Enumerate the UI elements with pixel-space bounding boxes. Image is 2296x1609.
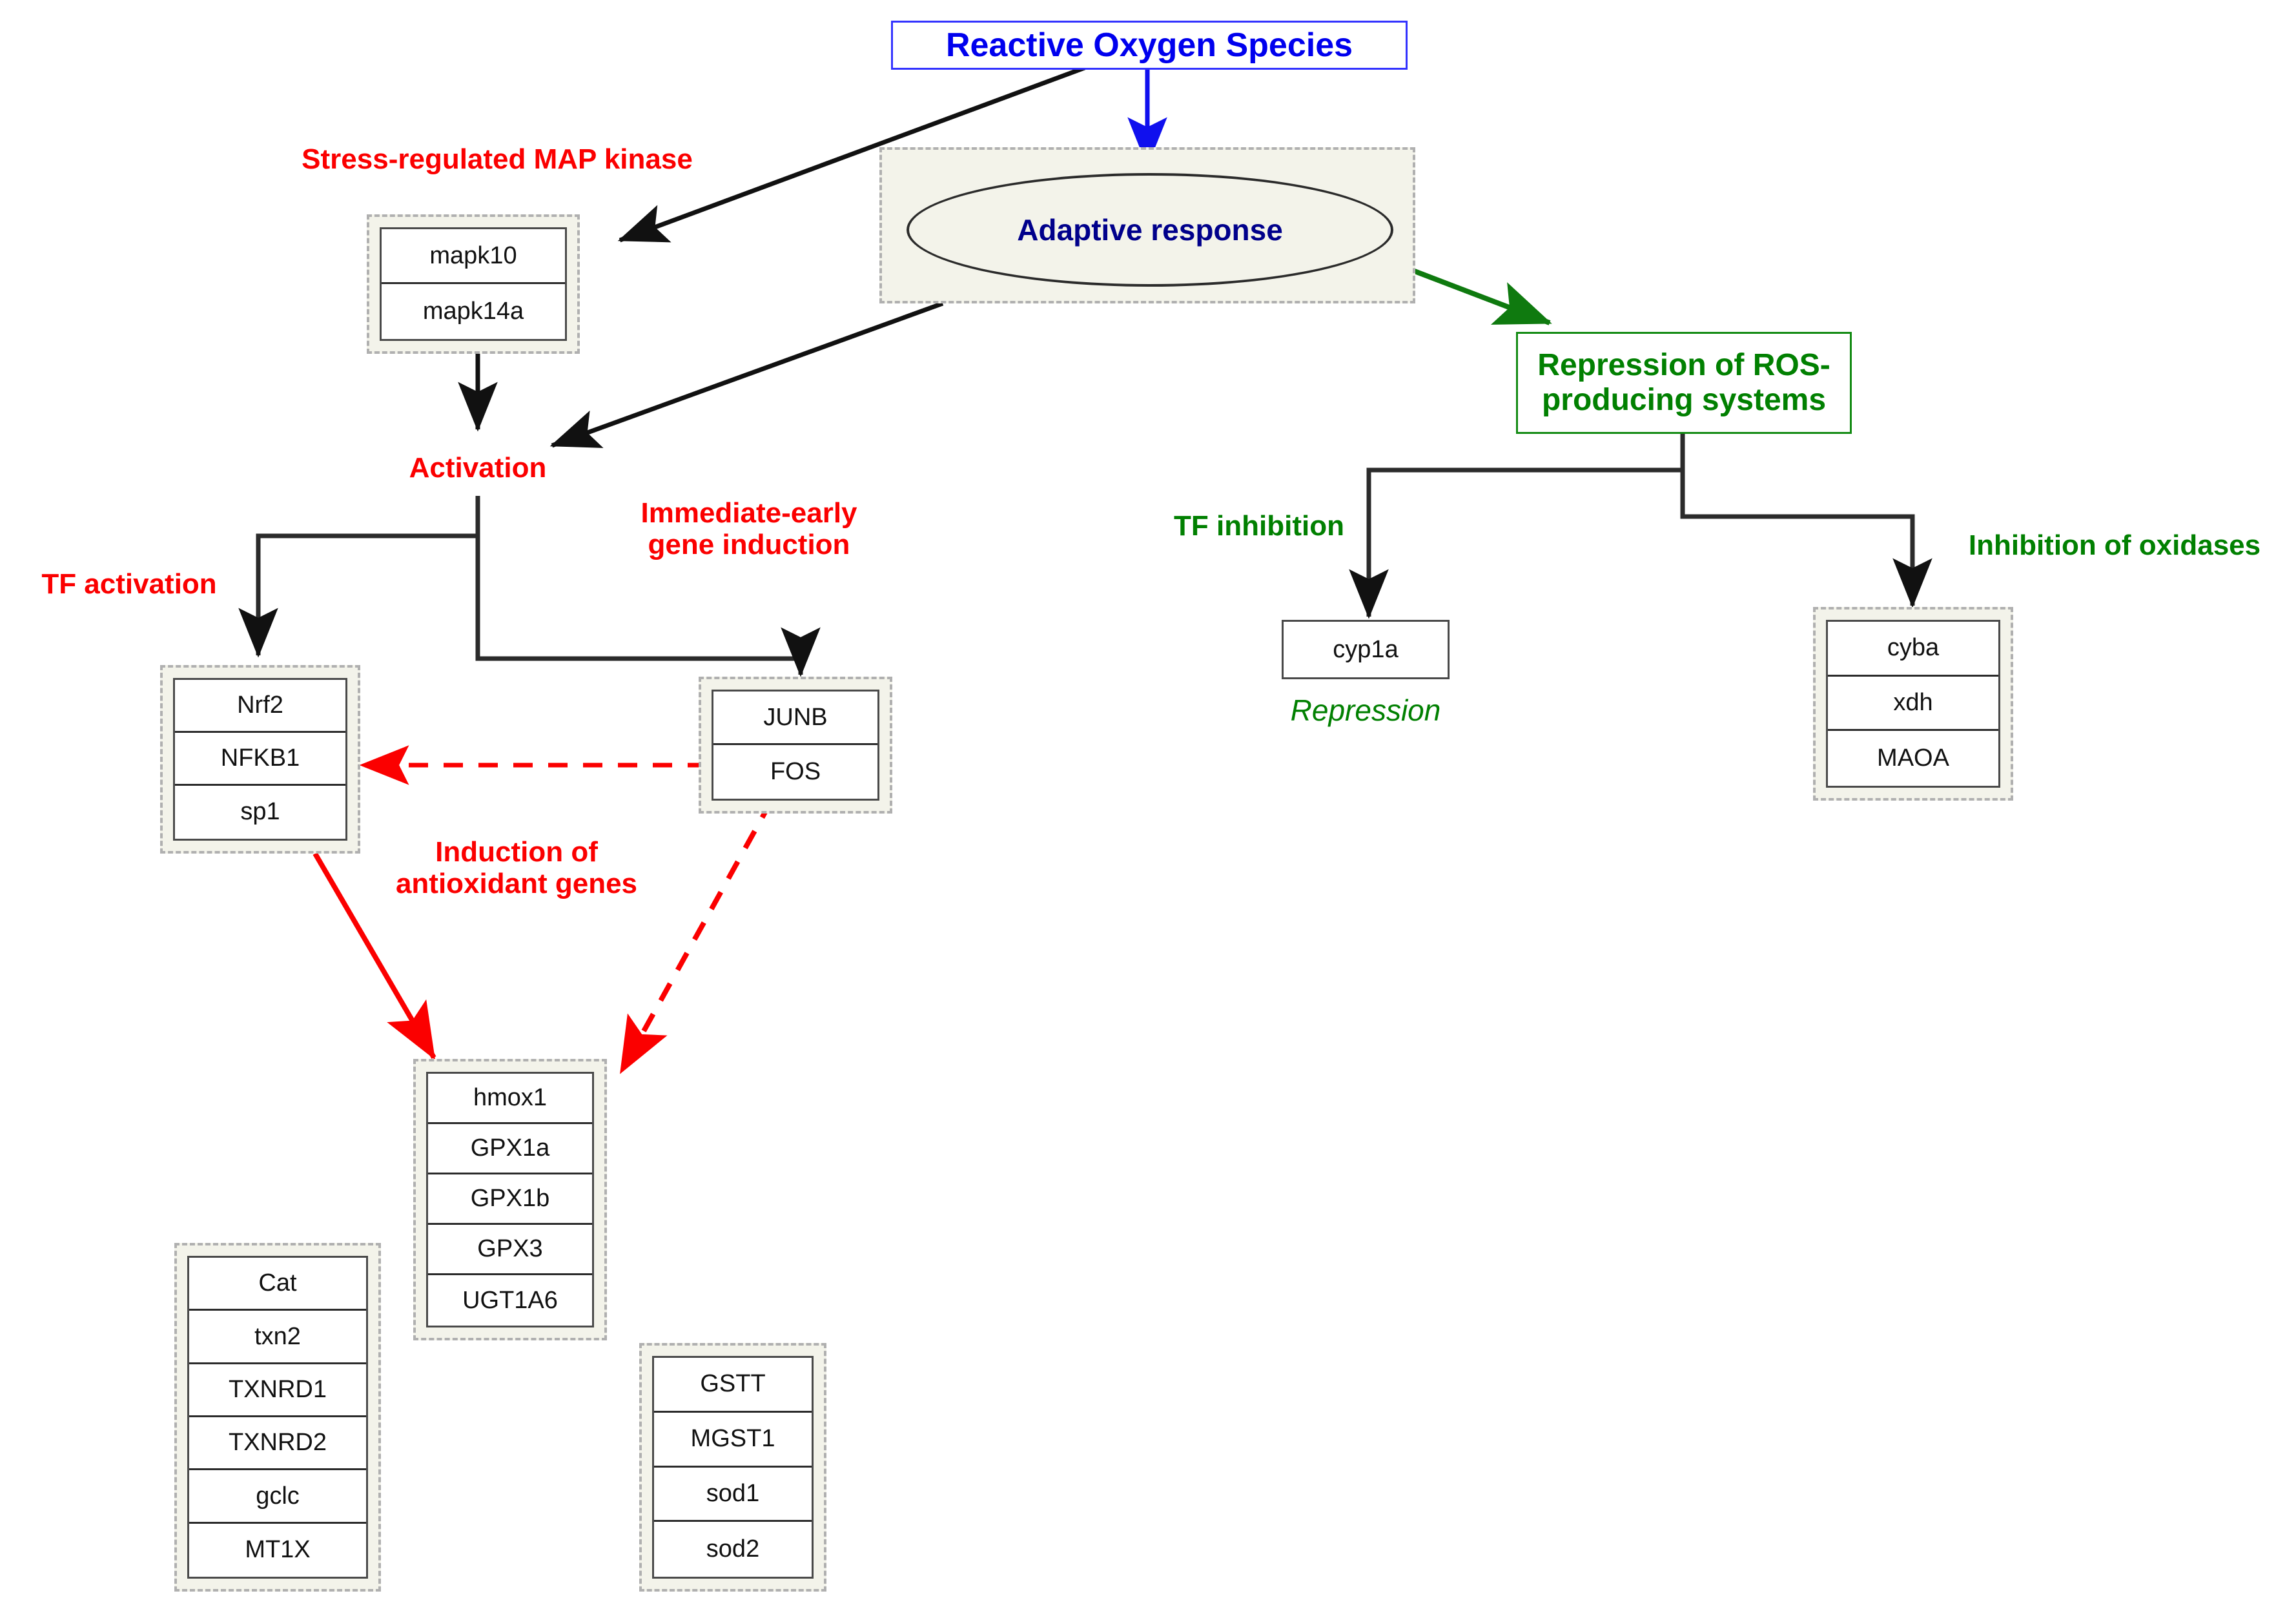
antioxidant-group: hmox1 GPX1a GPX1b GPX3 UGT1A6 <box>413 1059 607 1340</box>
gene-item[interactable]: sp1 <box>240 798 280 826</box>
gene-item[interactable]: TXNRD1 <box>189 1364 366 1417</box>
gene-item[interactable]: sod2 <box>706 1535 760 1563</box>
edge-adaptive-to-activation <box>549 301 944 448</box>
gene-item[interactable]: NFKB1 <box>175 733 345 786</box>
gene-item: cyp1a <box>1333 635 1399 663</box>
tf-gene-stack: Nrf2 NFKB1 sp1 <box>173 678 347 841</box>
gene-item[interactable]: Nrf2 <box>175 680 345 733</box>
gene-item[interactable]: sod1 <box>654 1468 812 1522</box>
gene-item[interactable]: UGT1A6 <box>462 1286 558 1314</box>
gene-item[interactable]: GPX1b <box>428 1174 592 1225</box>
gene-item[interactable]: TXNRD2 <box>189 1417 366 1471</box>
edge-repression-to-oxidases <box>1680 470 1932 608</box>
adaptive-response-node[interactable]: Adaptive response <box>907 173 1393 287</box>
antioxidant2-gene-stack: Cat txn2 TXNRD1 TXNRD2 gclc MT1X <box>187 1256 368 1579</box>
gene-item[interactable]: GPX3 <box>428 1225 592 1275</box>
reactive-oxygen-species-node[interactable]: Reactive Oxygen Species <box>891 21 1408 70</box>
gene-item[interactable]: gclc <box>189 1470 366 1524</box>
gene-item[interactable]: MGST1 <box>654 1413 812 1468</box>
repression-annotation: Repression <box>1290 693 1441 727</box>
gene-item[interactable]: FOS <box>770 758 821 785</box>
gene-item[interactable]: Cat <box>189 1258 366 1311</box>
gene-item[interactable]: MT1X <box>245 1536 311 1564</box>
antioxidant-group-2: Cat txn2 TXNRD1 TXNRD2 gclc MT1X <box>174 1243 381 1592</box>
mapk-group: mapk10 mapk14a <box>367 214 580 354</box>
antioxidant-group-3: GSTT MGST1 sod1 sod2 <box>639 1343 826 1592</box>
immediate-early-group: JUNB FOS <box>699 677 892 814</box>
iegene-gene-stack: JUNB FOS <box>712 690 879 801</box>
gene-item[interactable]: JUNB <box>713 692 877 745</box>
reactive-oxygen-species-label: Reactive Oxygen Species <box>945 26 1353 64</box>
cyp-node[interactable]: cyp1a <box>1282 620 1450 679</box>
gene-item[interactable]: mapk14a <box>422 298 524 325</box>
edge-repression-bus <box>1349 434 1685 619</box>
gene-item[interactable]: hmox1 <box>428 1074 592 1124</box>
tf-group: Nrf2 NFKB1 sp1 <box>160 665 360 854</box>
edge-activation-to-tf <box>238 533 478 658</box>
immediate-early-label: Immediate-early gene induction <box>641 497 857 561</box>
antioxidant3-gene-stack: GSTT MGST1 sod1 sod2 <box>652 1356 814 1579</box>
activation-label: Activation <box>409 452 547 484</box>
gene-item[interactable]: GPX1a <box>428 1124 592 1174</box>
gene-item[interactable]: txn2 <box>189 1311 366 1364</box>
mapk-gene-stack: mapk10 mapk14a <box>380 227 567 341</box>
gene-item[interactable]: GSTT <box>654 1358 812 1413</box>
gene-item[interactable]: mapk10 <box>382 229 565 284</box>
inhibition-oxidases-label: Inhibition of oxidases <box>1968 529 2261 561</box>
repression-of-ros-node[interactable]: Repression of ROS-producing systems <box>1516 332 1852 434</box>
gene-item[interactable]: MAOA <box>1877 744 1949 772</box>
adaptive-response-label: Adaptive response <box>1017 213 1283 247</box>
antioxidant-gene-stack: hmox1 GPX1a GPX1b GPX3 UGT1A6 <box>426 1072 594 1327</box>
induction-antioxidant-label: Induction of antioxidant genes <box>395 836 638 900</box>
repression-of-ros-label: Repression of ROS-producing systems <box>1537 348 1830 417</box>
tf-inhibition-label: TF inhibition <box>1174 510 1344 542</box>
stress-map-kinase-label: Stress-regulated MAP kinase <box>302 143 693 175</box>
oxidase-gene-stack: cyba xdh MAOA <box>1826 620 2000 788</box>
tf-activation-label: TF activation <box>41 568 217 600</box>
gene-item[interactable]: cyba <box>1828 622 1998 677</box>
gene-item[interactable]: xdh <box>1828 677 1998 732</box>
oxidase-group: cyba xdh MAOA <box>1813 607 2013 801</box>
